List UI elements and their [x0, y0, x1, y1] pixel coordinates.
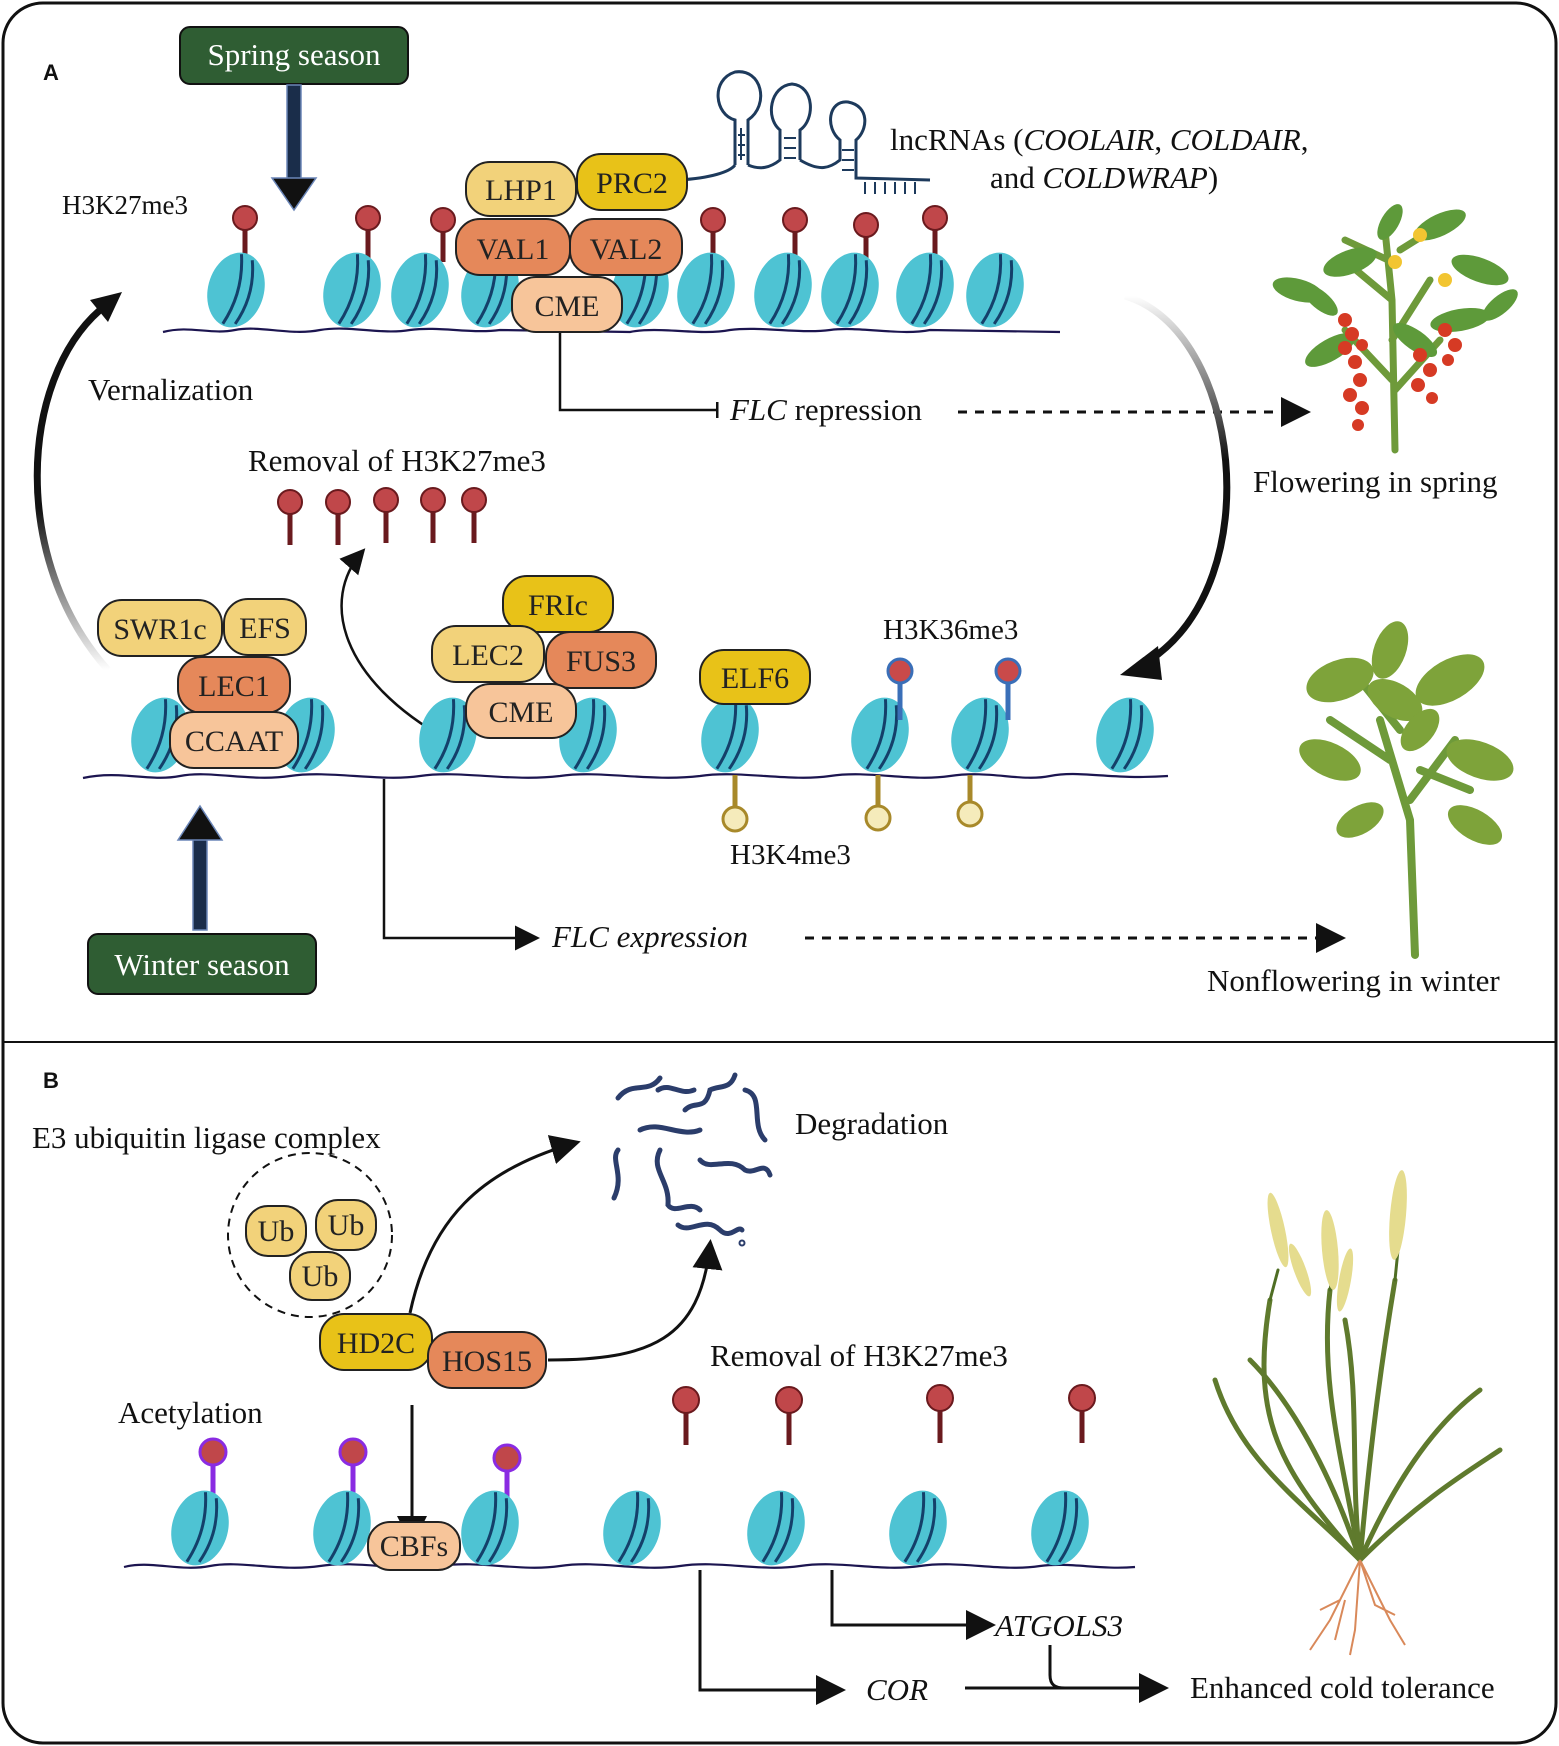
enhanced-cold-label: Enhanced cold tolerance — [1190, 1670, 1495, 1705]
flc-expression-label: FLC expression — [551, 919, 748, 954]
degradation-label: Degradation — [795, 1106, 949, 1141]
protein-prc2: PRC2 — [596, 167, 668, 200]
spring-season-label: Spring season — [207, 37, 381, 72]
nonflowering-winter-label: Nonflowering in winter — [1207, 963, 1500, 998]
cor-expression-arrow — [698, 1570, 846, 1705]
protein-val2: VAL2 — [590, 233, 663, 266]
lncrna-label-line1: lncRNAs (COOLAIR, COLDAIR, — [890, 122, 1309, 157]
vernalization-label: Vernalization — [88, 372, 254, 407]
lncrna-label-line2: and COLDWRAP) — [990, 160, 1218, 195]
hos15-to-degradation-arrow — [547, 1239, 723, 1362]
panel-a: Spring season H3K27me3 — [33, 26, 1518, 998]
flc-repression-label: FLC repression — [729, 392, 923, 427]
protein-fus3: FUS3 — [566, 645, 636, 678]
removed-h3k27me3-marks-a — [277, 487, 487, 545]
cor-label: COR — [866, 1672, 928, 1707]
h3k4me3-label: H3K4me3 — [730, 839, 851, 871]
panel-b-label: B — [43, 1068, 59, 1093]
protein-ccaat: CCAAT — [185, 725, 283, 758]
protein-hos15: HOS15 — [442, 1345, 532, 1378]
hd2c-hos15-complex: HD2C HOS15 — [319, 1313, 547, 1389]
wheat-plant-icon — [1212, 1170, 1503, 1656]
hd2c-to-degradation-arrow — [408, 1135, 581, 1314]
ub-1: Ub — [258, 1215, 295, 1248]
acetylation-label: Acetylation — [118, 1395, 263, 1430]
svg-text:ELF6: ELF6 — [721, 662, 789, 695]
h3k27me3-label: H3K27me3 — [62, 190, 188, 220]
nucleosomes-b — [171, 1490, 1089, 1566]
dna-strand-bottom — [82, 772, 1169, 780]
dna-strand-b — [123, 1563, 1136, 1569]
ub-2: Ub — [328, 1209, 365, 1242]
removal-h3k27me3-label-a: Removal of H3K27me3 — [248, 443, 546, 478]
flc-repression-inhibition-arrow — [558, 333, 719, 418]
protein-complex-bottom-middle: FRIc LEC2 FUS3 CME — [431, 575, 657, 739]
h3k36me3-label: H3K36me3 — [883, 614, 1018, 646]
ub-3: Ub — [302, 1260, 339, 1293]
protein-complex-bottom-left: SWR1c EFS LEC1 CCAAT — [97, 598, 307, 769]
ubiquitin-cluster: Ub Ub Ub — [227, 1152, 393, 1318]
atgols3-label: ATGOLS3 — [993, 1608, 1123, 1643]
panel-a-label: A — [43, 60, 59, 85]
protein-efs: EFS — [239, 612, 291, 645]
protein-cme-bottom: CME — [488, 696, 553, 729]
removal-h3k27me3-label-b: Removal of H3K27me3 — [710, 1338, 1008, 1373]
protein-lhp1: LHP1 — [485, 174, 557, 207]
protein-hd2c: HD2C — [337, 1327, 415, 1360]
svg-text:CBFs: CBFs — [380, 1530, 448, 1563]
flowering-tomato-plant-icon — [1272, 204, 1518, 454]
winter-season-box: Winter season — [87, 933, 317, 995]
acetylation-marks — [198, 1437, 522, 1510]
removal-curved-arrow-a — [339, 548, 449, 742]
flc-expression-arrow — [382, 779, 540, 951]
vernalization-arrow — [33, 307, 111, 673]
e3-complex-label: E3 ubiquitin ligase complex — [32, 1120, 381, 1155]
protein-fric: FRIc — [528, 589, 588, 622]
protein-lec1: LEC1 — [198, 670, 270, 703]
h3k36me3-marks — [886, 657, 1022, 720]
spring-down-arrow — [270, 84, 318, 212]
panel-b: E3 ubiquitin ligase complex Ub Ub Ub Deg… — [32, 1072, 1503, 1707]
winter-season-label: Winter season — [114, 947, 290, 982]
winter-up-arrow — [176, 804, 224, 931]
protein-swr1c: SWR1c — [113, 613, 206, 646]
protein-cme-top: CME — [534, 290, 599, 323]
protein-complex-top: LHP1 PRC2 VAL1 VAL2 CME — [455, 153, 688, 333]
protein-elf6: ELF6 — [699, 649, 811, 705]
protein-cbfs: CBFs — [367, 1521, 461, 1571]
atgols3-expression-arrow — [830, 1570, 996, 1640]
removed-h3k27me3-marks-b — [672, 1384, 1096, 1445]
seasonal-transition-arrow — [1124, 292, 1231, 663]
dna-strand-top — [162, 327, 1061, 334]
nucleosomes-top — [207, 252, 1024, 328]
h3k4me3-marks — [721, 775, 984, 833]
nonflowering-tomato-plant-icon — [1299, 621, 1514, 959]
spring-season-box: Spring season — [179, 26, 409, 85]
vernalization-arrowhead — [90, 292, 122, 322]
flowering-spring-label: Flowering in spring — [1253, 464, 1498, 499]
protein-val1: VAL1 — [477, 233, 550, 266]
protein-lec2: LEC2 — [452, 639, 524, 672]
seasonal-transition-arrowhead — [1120, 646, 1162, 680]
degraded-protein-fragments — [611, 1072, 773, 1247]
